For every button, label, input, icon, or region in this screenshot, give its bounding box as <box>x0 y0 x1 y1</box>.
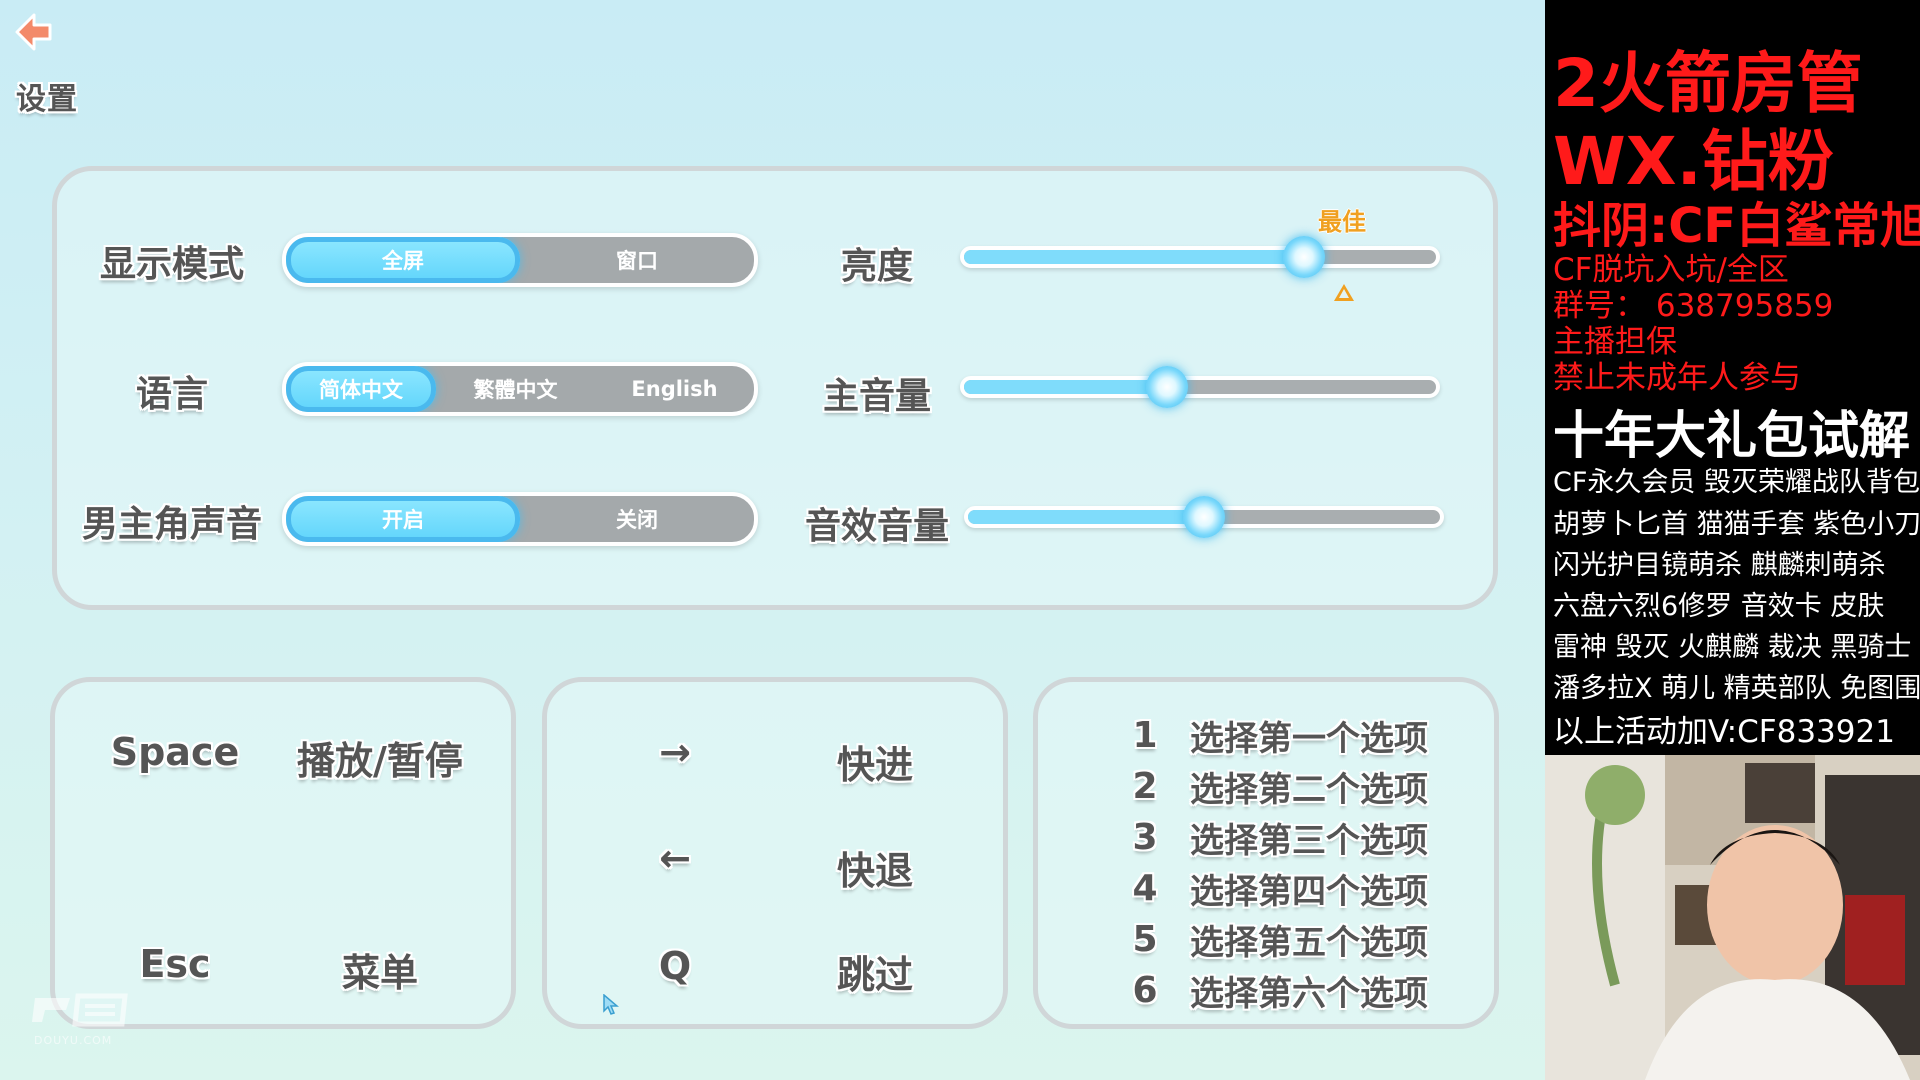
display-mode-label: 显示模式 <box>99 244 244 285</box>
keybind-action: 快进 <box>836 743 913 787</box>
master-volume-slider-fill <box>964 380 1167 394</box>
master-volume-slider-knob[interactable] <box>1145 366 1188 408</box>
overlay-line: 抖阴:CF白鲨常旭 <box>1553 198 1920 254</box>
male-voice-label: 男主角声音 <box>81 504 262 545</box>
keybind-action: 选择第三个选项 <box>1190 821 1428 861</box>
keybind-key: 6 <box>1132 970 1158 1011</box>
overlay-line: 主播担保 <box>1553 324 1677 360</box>
overlay-line: 胡萝卜匕首 猫猫手套 紫色小刀 <box>1553 509 1920 540</box>
back-arrow-icon[interactable] <box>14 12 58 52</box>
master-volume-slider[interactable] <box>960 366 1440 408</box>
keybind-panel-3 <box>1033 677 1499 1029</box>
keybind-key: Q <box>658 944 692 988</box>
keybind-row: 1 选择第一个选项 <box>1105 710 1485 761</box>
master-volume-label: 主音量 <box>822 376 931 417</box>
keybind-action: 选择第一个选项 <box>1190 719 1428 759</box>
keybind-key: Esc <box>139 942 211 986</box>
language-traditional-option[interactable]: 繁體中文 <box>473 378 558 402</box>
overlay-line: WX.钻粉 <box>1553 123 1834 200</box>
keybind-action: 跳过 <box>836 953 913 997</box>
keybind-panel-2 <box>542 677 1008 1029</box>
overlay-line: 以上活动加V:CF833921 <box>1553 714 1895 750</box>
keybind-key: → <box>659 730 691 774</box>
keybind-key: 4 <box>1132 868 1158 909</box>
brightness-slider[interactable] <box>960 236 1440 278</box>
language-english-option[interactable]: English <box>631 377 718 401</box>
male-voice-toggle[interactable]: 开启 关闭 <box>282 492 758 546</box>
overlay-line: CF脱坑入坑/全区 <box>1553 252 1789 288</box>
brightness-slider-fill <box>964 250 1304 264</box>
webcam-feed <box>1545 755 1920 1080</box>
game-window: 设置 显示模式 语言 男主角声音 全屏 窗口 简体中文 繁體中文 English… <box>0 0 1545 1080</box>
page-title: 设置 <box>16 82 78 117</box>
keybind-action: 快退 <box>836 849 913 893</box>
brightness-label: 亮度 <box>840 246 913 287</box>
overlay-line: 六盘六烈6修罗 音效卡 皮肤 <box>1553 591 1885 622</box>
sfx-volume-label: 音效音量 <box>804 506 949 547</box>
language-simplified-option[interactable]: 简体中文 <box>286 366 436 412</box>
stream-info-overlay: 2火箭房管 WX.钻粉 抖阴:CF白鲨常旭 CF脱坑入坑/全区 群号： 6387… <box>1545 0 1920 755</box>
keybind-row: 4 选择第四个选项 <box>1105 863 1485 914</box>
overlay-line: 禁止未成年人参与 <box>1553 360 1801 396</box>
keybind-key: 2 <box>1132 766 1158 807</box>
male-voice-on-option[interactable]: 开启 <box>286 496 520 542</box>
keybind-action: 选择第六个选项 <box>1190 974 1428 1014</box>
keybind-row: 2 选择第二个选项 <box>1105 761 1485 812</box>
keybind-key: 5 <box>1132 919 1158 960</box>
keybind-key: 3 <box>1132 817 1158 858</box>
overlay-line: 2火箭房管 <box>1553 45 1863 122</box>
sfx-volume-slider[interactable] <box>964 496 1444 538</box>
keybind-action: 选择第二个选项 <box>1190 770 1428 810</box>
overlay-line: 潘多拉X 萌儿 精英部队 免图围 <box>1553 673 1920 704</box>
overlay-line: 雷神 毁灭 火麒麟 裁决 黑骑士 <box>1553 632 1912 663</box>
keybind-action: 选择第四个选项 <box>1190 872 1428 912</box>
keybind-action: 播放/暂停 <box>297 739 463 783</box>
display-mode-toggle[interactable]: 全屏 窗口 <box>282 233 758 287</box>
brightness-best-marker-icon <box>1334 284 1354 301</box>
overlay-line: 十年大礼包试解 <box>1553 407 1911 466</box>
webcam-image <box>1545 755 1920 1080</box>
douyu-watermark-logo: DOUYU.COM <box>30 990 140 1050</box>
keybind-key: 1 <box>1132 715 1158 756</box>
keybind-key: Space <box>110 730 240 774</box>
keybind-panel-1 <box>50 677 516 1029</box>
keybind-panel-3-list: 1 选择第一个选项 2 选择第二个选项 3 选择第三个选项 4 选择第四个选项 … <box>1105 710 1485 1016</box>
keybind-row: 3 选择第三个选项 <box>1105 812 1485 863</box>
keybind-row: 6 选择第六个选项 <box>1105 965 1485 1016</box>
overlay-line: 闪光护目镜萌杀 麒麟刺萌杀 <box>1553 550 1886 581</box>
mouse-cursor-icon <box>603 993 620 1016</box>
sfx-volume-slider-knob[interactable] <box>1183 496 1225 538</box>
brightness-best-label: 最佳 <box>1318 208 1366 236</box>
display-mode-window-option[interactable]: 窗口 <box>616 249 658 273</box>
keybind-action: 菜单 <box>341 951 418 995</box>
display-mode-fullscreen-option[interactable]: 全屏 <box>286 237 520 283</box>
watermark-text: DOUYU.COM <box>34 1034 113 1047</box>
overlay-line: CF永久会员 毁灭荣耀战队背包 <box>1553 467 1920 498</box>
overlay-line: 群号： 638795859 <box>1553 288 1834 324</box>
keybind-row: 5 选择第五个选项 <box>1105 914 1485 965</box>
male-voice-off-option[interactable]: 关闭 <box>616 508 658 532</box>
brightness-slider-knob[interactable] <box>1282 236 1325 278</box>
keybind-key: ← <box>659 836 691 880</box>
language-toggle[interactable]: 简体中文 繁體中文 English <box>282 362 758 416</box>
language-label: 语言 <box>135 374 208 415</box>
sfx-volume-slider-fill <box>968 510 1204 524</box>
keybind-action: 选择第五个选项 <box>1190 923 1428 963</box>
